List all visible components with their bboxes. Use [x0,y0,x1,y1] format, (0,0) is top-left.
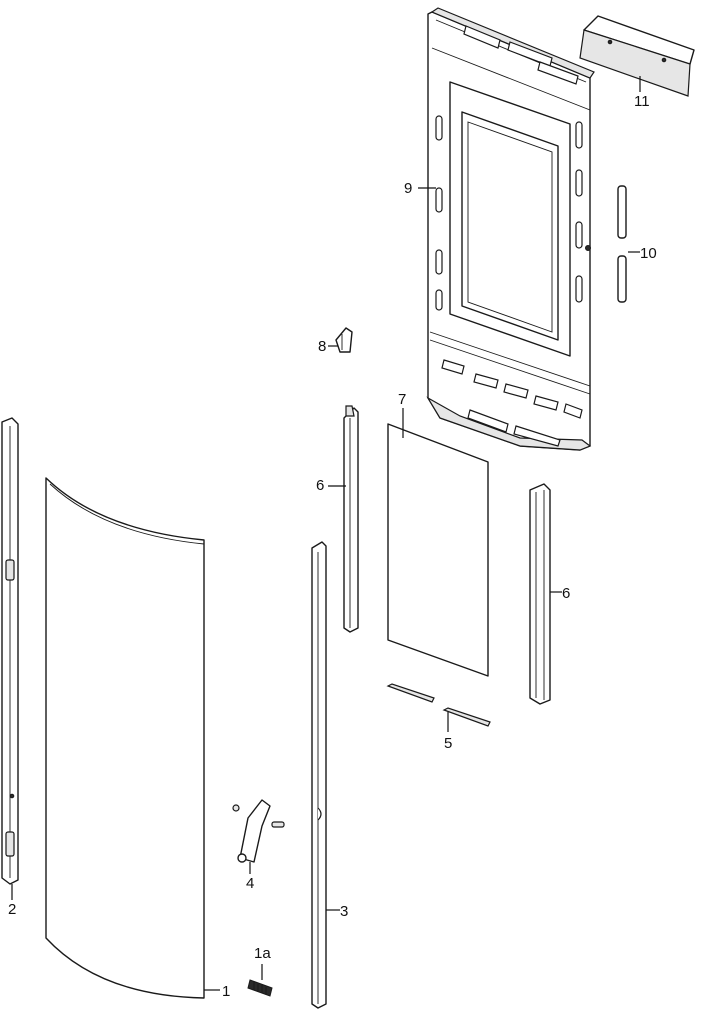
callout-6-right: 6 [562,585,570,602]
part-10-pins [617,185,627,303]
callout-6-left: 6 [316,477,324,494]
part-11-bracket [579,15,695,97]
callout-4: 4 [246,875,254,892]
callout-11: 11 [634,93,650,110]
callout-8: 8 [318,338,326,355]
part-2-left-profile [1,417,19,885]
part-8-clip [335,327,353,353]
callout-7: 7 [398,391,406,408]
part-1a-spring [247,979,273,997]
part-6-left-profile [343,405,359,633]
callout-9: 9 [404,180,412,197]
callout-10: 10 [640,245,657,262]
part-3-long-profile [311,541,327,1009]
callout-3: 3 [340,903,348,920]
part-6-right-profile [529,483,551,705]
callout-1: 1 [222,983,230,1000]
part-5-strips [386,683,491,727]
part-7-glass [387,423,489,677]
part-4-hinge [232,799,285,863]
part-9-frame [426,7,595,451]
part-1-curved-panel [45,477,205,999]
callout-1a: 1a [254,945,271,962]
callout-2: 2 [8,901,16,918]
callout-5: 5 [444,735,452,752]
